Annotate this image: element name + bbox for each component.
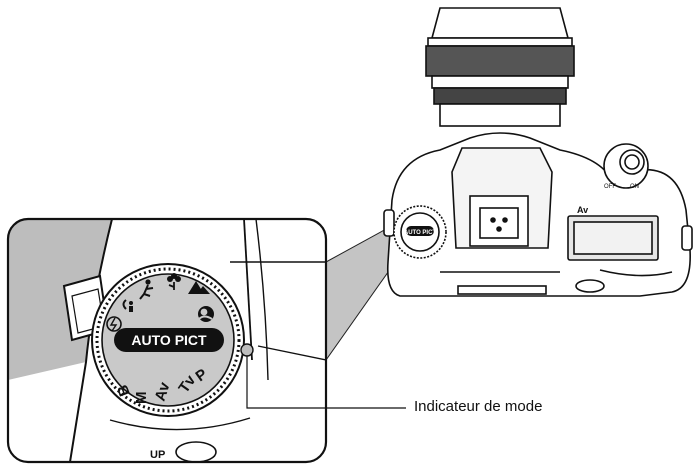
zoom-background-gray xyxy=(8,219,112,380)
landscape-icon xyxy=(188,281,210,294)
lens-zoom-ring xyxy=(425,45,575,77)
switch-off-label: OFF xyxy=(604,184,616,190)
camera-top-view xyxy=(383,7,693,297)
mode-letter-m: M xyxy=(133,392,150,405)
zoom-box-frame xyxy=(6,217,328,464)
mode-letter-av: Av xyxy=(152,380,174,404)
flash-off-icon xyxy=(106,316,122,332)
lcd-label: Av xyxy=(577,205,588,215)
small-auto-pict-label: AUTO PICT xyxy=(404,230,437,236)
portrait-icon xyxy=(198,306,214,322)
lens-front-ring xyxy=(427,37,573,47)
lens-ring-2 xyxy=(431,75,569,89)
switch-on-label: ON xyxy=(630,184,639,190)
zoom-box-content: P Tv Av M B xyxy=(8,219,326,462)
auto-pict-label: AUTO PICT xyxy=(131,332,207,348)
night-portrait-icon xyxy=(122,299,133,312)
flash-up-label: UP xyxy=(150,449,165,461)
mode-indicator-label: Indicateur de mode xyxy=(414,398,543,415)
hot-shoe-inner xyxy=(479,207,519,239)
lens-mount xyxy=(439,103,561,127)
callout-leader-line xyxy=(246,356,406,409)
strap-lug-left xyxy=(383,209,395,237)
lens-focus-ring xyxy=(433,87,567,105)
callout-band xyxy=(325,227,399,362)
auto-pict-pill xyxy=(114,328,224,352)
sport-icon xyxy=(139,279,154,300)
lens-front xyxy=(430,7,570,39)
macro-icon xyxy=(167,273,181,290)
mode-indicator-dot xyxy=(240,343,254,357)
flash-up-button xyxy=(175,441,217,462)
strap-lug-right xyxy=(681,225,693,251)
rear-ridge xyxy=(457,285,547,295)
